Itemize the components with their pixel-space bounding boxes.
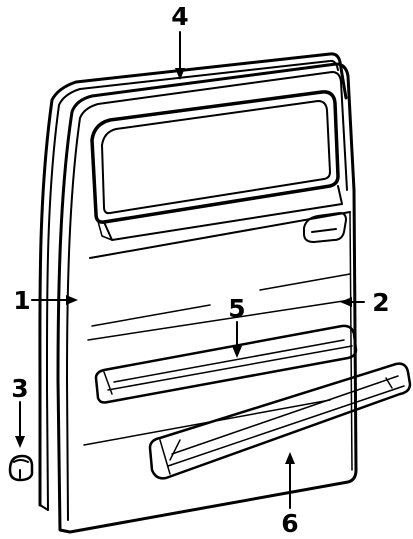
arrowhead-4 [175, 68, 185, 80]
callout-2: 2 [372, 288, 389, 317]
door-shell [56, 62, 358, 534]
door-handle [303, 212, 347, 243]
callout-1: 1 [13, 286, 30, 315]
arrowhead-2 [340, 297, 352, 307]
arrowhead-3 [15, 436, 25, 448]
weatherstrip-seal [38, 52, 348, 511]
callout-5: 5 [228, 294, 245, 323]
body-molding-lower [148, 362, 412, 480]
leader-arrows [15, 31, 365, 509]
window-glass [90, 90, 343, 241]
callout-4: 4 [171, 2, 188, 31]
molding-clip [8, 454, 34, 482]
callout-3: 3 [11, 374, 28, 403]
arrowhead-5 [232, 346, 242, 358]
callout-6: 6 [281, 509, 298, 538]
arrowhead-1 [66, 295, 78, 305]
arrowhead-6 [285, 452, 295, 464]
body-molding-upper [94, 324, 358, 404]
